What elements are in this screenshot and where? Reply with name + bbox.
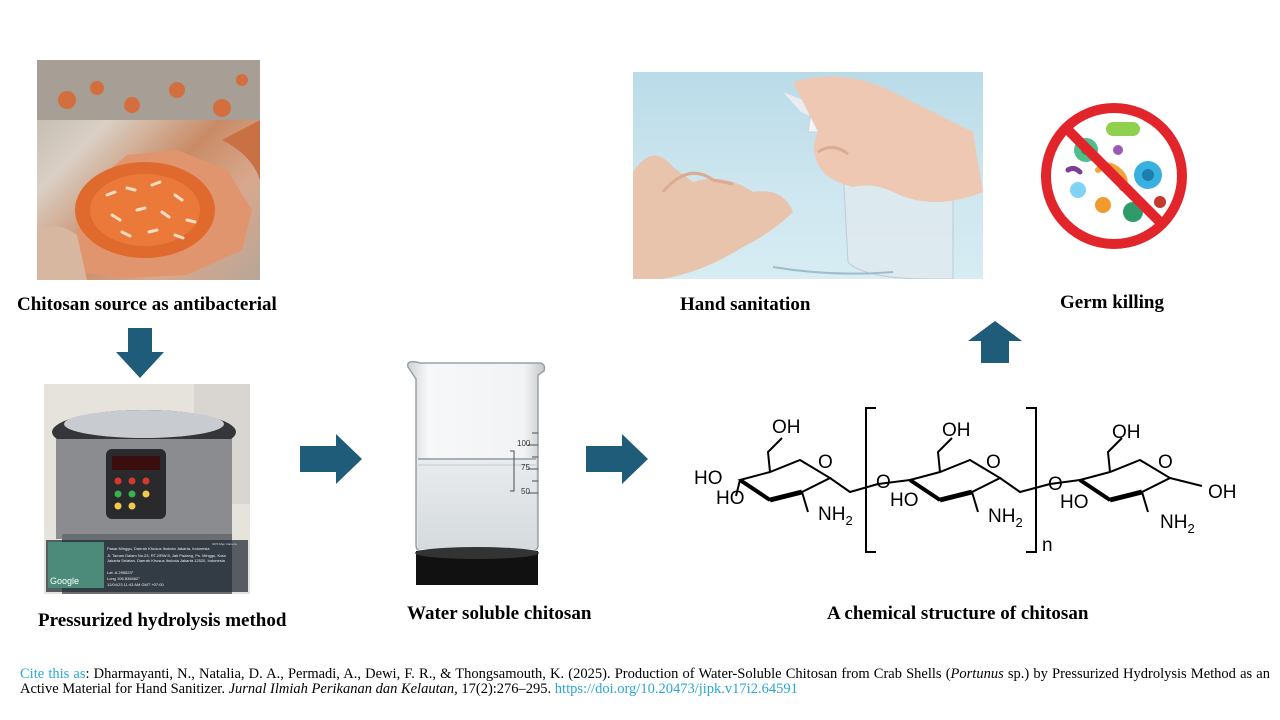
- chem-label-nh2: NH2: [1160, 512, 1195, 536]
- gps-long: Long 106.836862°: [107, 576, 140, 581]
- cite-doi-link[interactable]: https://doi.org/10.20473/jipk.v17i2.6459…: [554, 681, 798, 697]
- chem-label-oh: OH: [942, 420, 971, 441]
- cite-genus: Portunus: [950, 666, 1004, 682]
- chem-label-o: O: [986, 452, 1001, 473]
- caption-chemical-structure: A chemical structure of chitosan: [827, 603, 1089, 624]
- cite-volume: 17(2):276–295.: [457, 681, 555, 697]
- chitosan-structure-diagram: OH HO HO O NH2 O OH HO O NH2 n O OH HO O…: [690, 400, 1250, 560]
- map-google-label: Google: [50, 576, 80, 586]
- cite-label: Cite this as: [20, 666, 86, 682]
- chem-label-n: n: [1042, 535, 1053, 556]
- beaker-mark-100: 100: [517, 439, 531, 448]
- chem-label-ho: HO: [716, 488, 745, 509]
- arrow-down-icon: [116, 328, 164, 378]
- chem-label-nh2: NH2: [988, 506, 1023, 530]
- crab-photo: [37, 60, 260, 280]
- pressure-cooker-photo: Google GPS Map Camera Pasar Minggu, Daer…: [44, 384, 250, 594]
- gps-street: Jl. Taman Dalam No.23, RT.2/RW.5, Jati P…: [107, 553, 226, 563]
- chem-label-o-link: O: [876, 472, 891, 493]
- gps-address: Pasar Minggu, Daerah Khusus Ibukota Jaka…: [107, 546, 210, 551]
- caption-hand-sanitation: Hand sanitation: [680, 294, 811, 315]
- cite-title: sp.) by Pressurized Hydrolysis Method as…: [20, 666, 1270, 697]
- beaker-photo: 100 75 50: [400, 355, 550, 585]
- chem-label-oh-end: OH: [1208, 482, 1237, 503]
- beaker-mark-50: 50: [521, 487, 530, 496]
- chem-label-ho: HO: [1060, 492, 1089, 513]
- caption-hydrolysis-method: Pressurized hydrolysis method: [38, 610, 287, 631]
- no-germs-icon: [1038, 100, 1190, 252]
- chem-label-o-link: O: [1048, 474, 1063, 495]
- chem-label-oh: OH: [772, 417, 801, 438]
- chem-label-nh2: NH2: [818, 504, 853, 528]
- arrow-up-icon: [968, 321, 1022, 363]
- chem-label-ho: HO: [890, 490, 919, 511]
- beaker-mark-75: 75: [521, 463, 530, 472]
- gps-time: 12/04/23 11:43 AM GMT +07:00: [107, 582, 164, 587]
- arrow-right-icon: [300, 434, 362, 484]
- cite-journal: Jurnal Ilmiah Perikanan dan Kelautan,: [228, 681, 458, 697]
- map-thumbnail: [48, 542, 104, 588]
- chem-label-o: O: [1158, 452, 1173, 473]
- chem-label-oh: OH: [1112, 422, 1141, 443]
- gps-brand: GPS Map Camera: [212, 542, 237, 546]
- chem-label-ho: HO: [694, 468, 723, 489]
- chem-label-o: O: [818, 452, 833, 473]
- cite-authors: : Dharmayanti, N., Natalia, D. A., Perma…: [85, 666, 951, 682]
- gps-lat: Lat -6.295523°: [107, 570, 134, 575]
- caption-germ-killing: Germ killing: [1060, 292, 1164, 313]
- citation-text: Cite this as: Dharmayanti, N., Natalia, …: [20, 667, 1270, 697]
- caption-chitosan-source: Chitosan source as antibacterial: [17, 294, 277, 315]
- caption-water-soluble: Water soluble chitosan: [407, 603, 592, 624]
- arrow-right-icon: [586, 434, 648, 484]
- hand-sanitation-photo: [633, 72, 983, 279]
